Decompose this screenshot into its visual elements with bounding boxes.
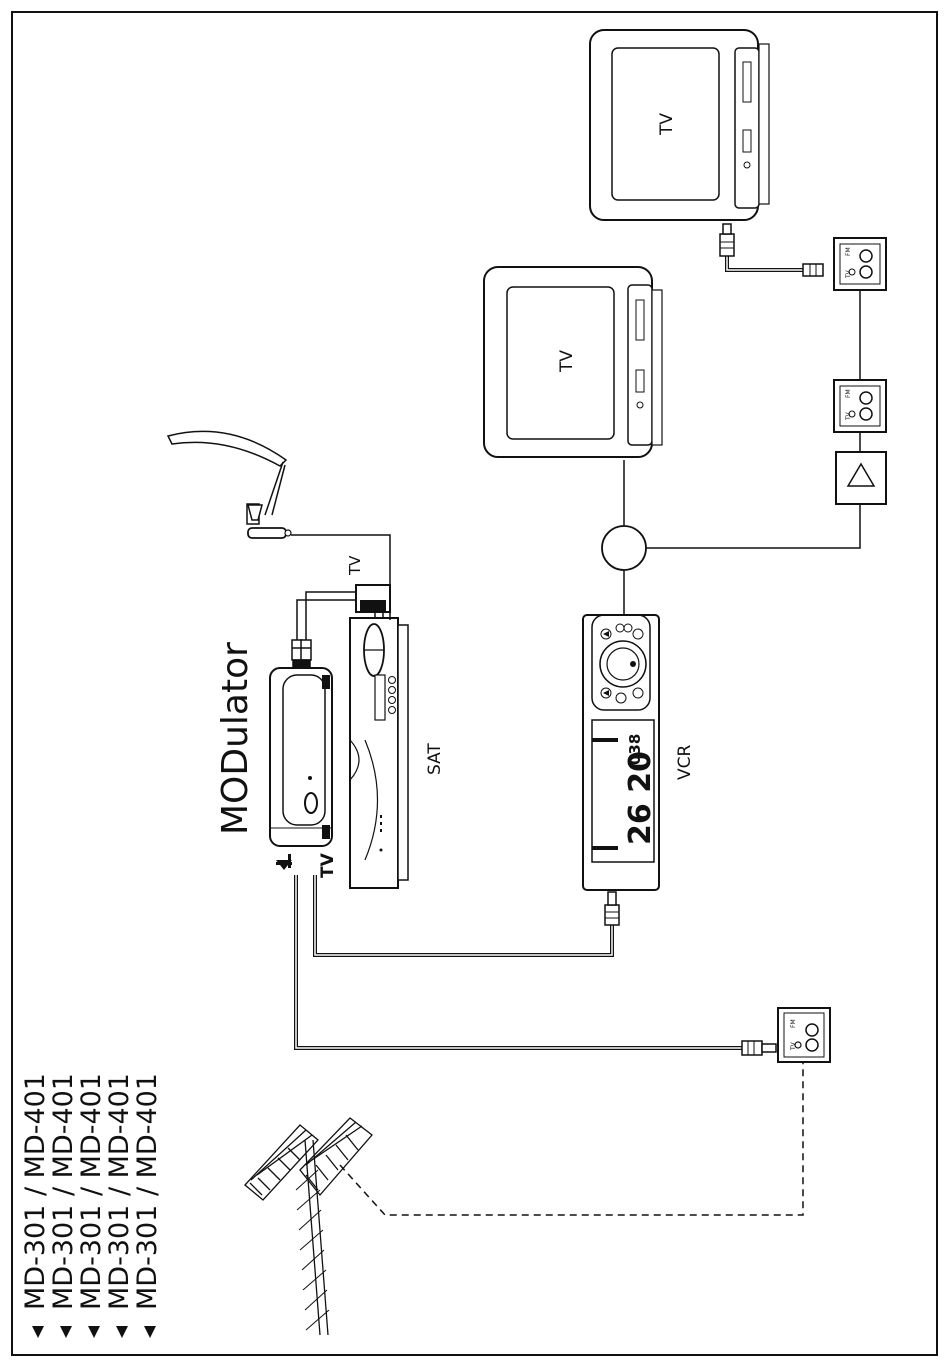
- triangle-bullet-icon: [60, 1326, 72, 1338]
- splitter-to-amplifier-cable: [646, 505, 860, 548]
- antenna-dashed-cable: [340, 1062, 803, 1215]
- socket-fm-label: FM: [845, 389, 852, 398]
- satellite-dish-icon: [168, 431, 291, 538]
- wall-socket-top: FM TV: [834, 238, 886, 290]
- sat-receiver-device: [350, 618, 408, 888]
- model-text: MD-301 / MD-401: [76, 1073, 107, 1310]
- top-tv-cable: [727, 255, 803, 270]
- model-line: MD-301 / MD-401: [48, 1073, 79, 1338]
- model-text: MD-301 / MD-401: [104, 1073, 135, 1310]
- triangle-bullet-icon: [116, 1326, 128, 1338]
- model-line: MD-301 / MD-401: [20, 1073, 51, 1338]
- antenna-port-icon: [276, 854, 292, 870]
- socket-tv-label: TV: [790, 1041, 797, 1051]
- plug-icon: [605, 892, 619, 925]
- model-line: MD-301 / MD-401: [76, 1073, 107, 1338]
- antenna-in-cable: [296, 875, 745, 1048]
- socket-fm-label: FM: [845, 247, 852, 256]
- wall-socket-mid: FM TV: [834, 380, 886, 432]
- model-text: MD-301 / MD-401: [132, 1073, 163, 1310]
- sat-scart-label: TV: [346, 555, 364, 576]
- plug-icon: [803, 264, 823, 276]
- vcr-channel-display: 038: [626, 734, 644, 765]
- tv-top-device: [590, 30, 769, 220]
- modulator-title: MODulator: [215, 642, 256, 835]
- wall-socket-bottom: FM TV: [778, 1008, 830, 1062]
- splitter-icon: [602, 526, 646, 570]
- modulator-tv-port-label: TV: [318, 852, 338, 878]
- modulator-device: [270, 668, 332, 846]
- plug-icon: [720, 224, 734, 256]
- triangle-bullet-icon: [144, 1326, 156, 1338]
- socket-tv-label: TV: [845, 269, 852, 279]
- plug-icon: [742, 1041, 776, 1055]
- triangle-bullet-icon: [32, 1326, 44, 1338]
- model-text: MD-301 / MD-401: [48, 1073, 79, 1310]
- amplifier-device: [836, 452, 886, 504]
- tv-mid-label: TV: [557, 350, 577, 373]
- scart-plug-icon: [356, 585, 390, 612]
- triangle-bullet-icon: [88, 1326, 100, 1338]
- model-list: MD-301 / MD-401 MD-301 / MD-401 MD-301 /…: [20, 1073, 163, 1338]
- socket-tv-label: TV: [845, 411, 852, 421]
- socket-fm-label: FM: [790, 1019, 797, 1028]
- modulator-knob-icon: [305, 793, 317, 813]
- vcr-label: VCR: [675, 745, 695, 780]
- tv-top-label: TV: [657, 113, 677, 136]
- sat-label: SAT: [425, 743, 445, 775]
- model-text: MD-301 / MD-401: [20, 1073, 51, 1310]
- model-line: MD-301 / MD-401: [104, 1073, 135, 1338]
- model-line: MD-301 / MD-401: [132, 1073, 163, 1338]
- terrestrial-antenna-icon: [245, 1118, 372, 1335]
